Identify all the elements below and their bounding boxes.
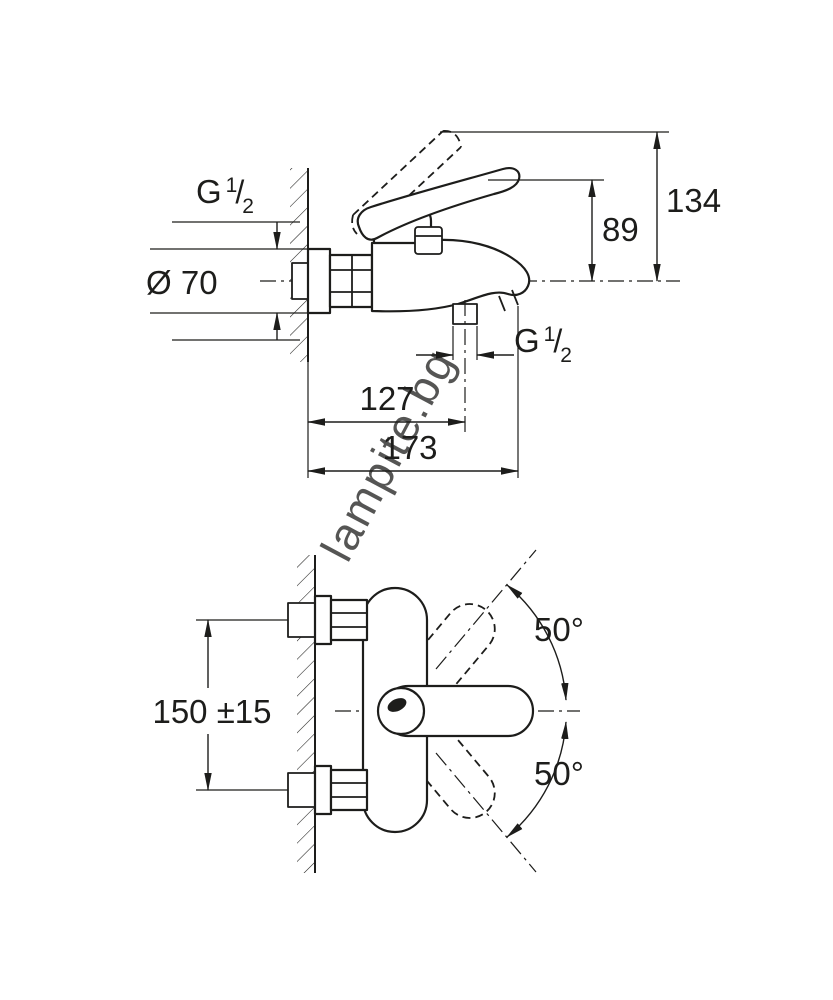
supply-pipe-square — [287, 602, 317, 638]
aerator-mark — [498, 295, 506, 312]
thread-slash: / — [553, 323, 562, 359]
watermark-text: lampite.bg — [310, 340, 465, 569]
aerator-mark — [511, 289, 519, 306]
dim-134-label: 134 — [666, 182, 721, 219]
swivel-arc-down — [506, 721, 569, 838]
handle-dot — [387, 698, 407, 712]
handle-boss — [376, 686, 426, 736]
front-view — [287, 549, 580, 873]
thread-numerator: 1 — [226, 174, 238, 197]
union-nut — [328, 253, 374, 309]
supply-pipe-square — [287, 772, 317, 808]
lever-dashed-tip — [442, 130, 462, 148]
escutcheon — [306, 247, 332, 315]
lever-dashed-top-edge — [352, 130, 444, 216]
thread-g: G — [196, 173, 222, 210]
swivel-axis-up — [435, 549, 537, 670]
thread-denominator: 2 — [560, 344, 572, 367]
escutcheon-diameter-label: Ø 70 — [146, 264, 218, 301]
angle-up-label: 50° — [534, 611, 584, 648]
front-view-dimensions: 150 ±15 50° 50° — [152, 584, 584, 838]
dim-127-label: 127 — [359, 380, 414, 417]
thread-numerator: 1 — [544, 323, 556, 346]
diverter-knob — [414, 226, 443, 255]
dim-150-label: 150 ±15 — [152, 693, 271, 730]
escutcheon — [313, 764, 333, 816]
supply-connection-bottom — [287, 764, 369, 816]
swivel-arc-up — [506, 584, 569, 701]
faucet-body-spout — [370, 238, 531, 313]
lever-dashed-base — [351, 214, 358, 235]
union-nut — [329, 598, 369, 642]
dim-89-label: 89 — [602, 211, 639, 248]
thread-slash: / — [235, 174, 244, 210]
union-nut — [329, 768, 369, 812]
swivel-axis-down — [435, 752, 537, 873]
lever-handle — [356, 167, 521, 241]
angle-down-label: 50° — [534, 755, 584, 792]
dim-173-label: 173 — [382, 429, 437, 466]
thread-denominator: 2 — [242, 195, 254, 218]
side-view — [260, 130, 680, 432]
supply-connection-top — [287, 594, 369, 646]
escutcheon — [313, 594, 333, 646]
